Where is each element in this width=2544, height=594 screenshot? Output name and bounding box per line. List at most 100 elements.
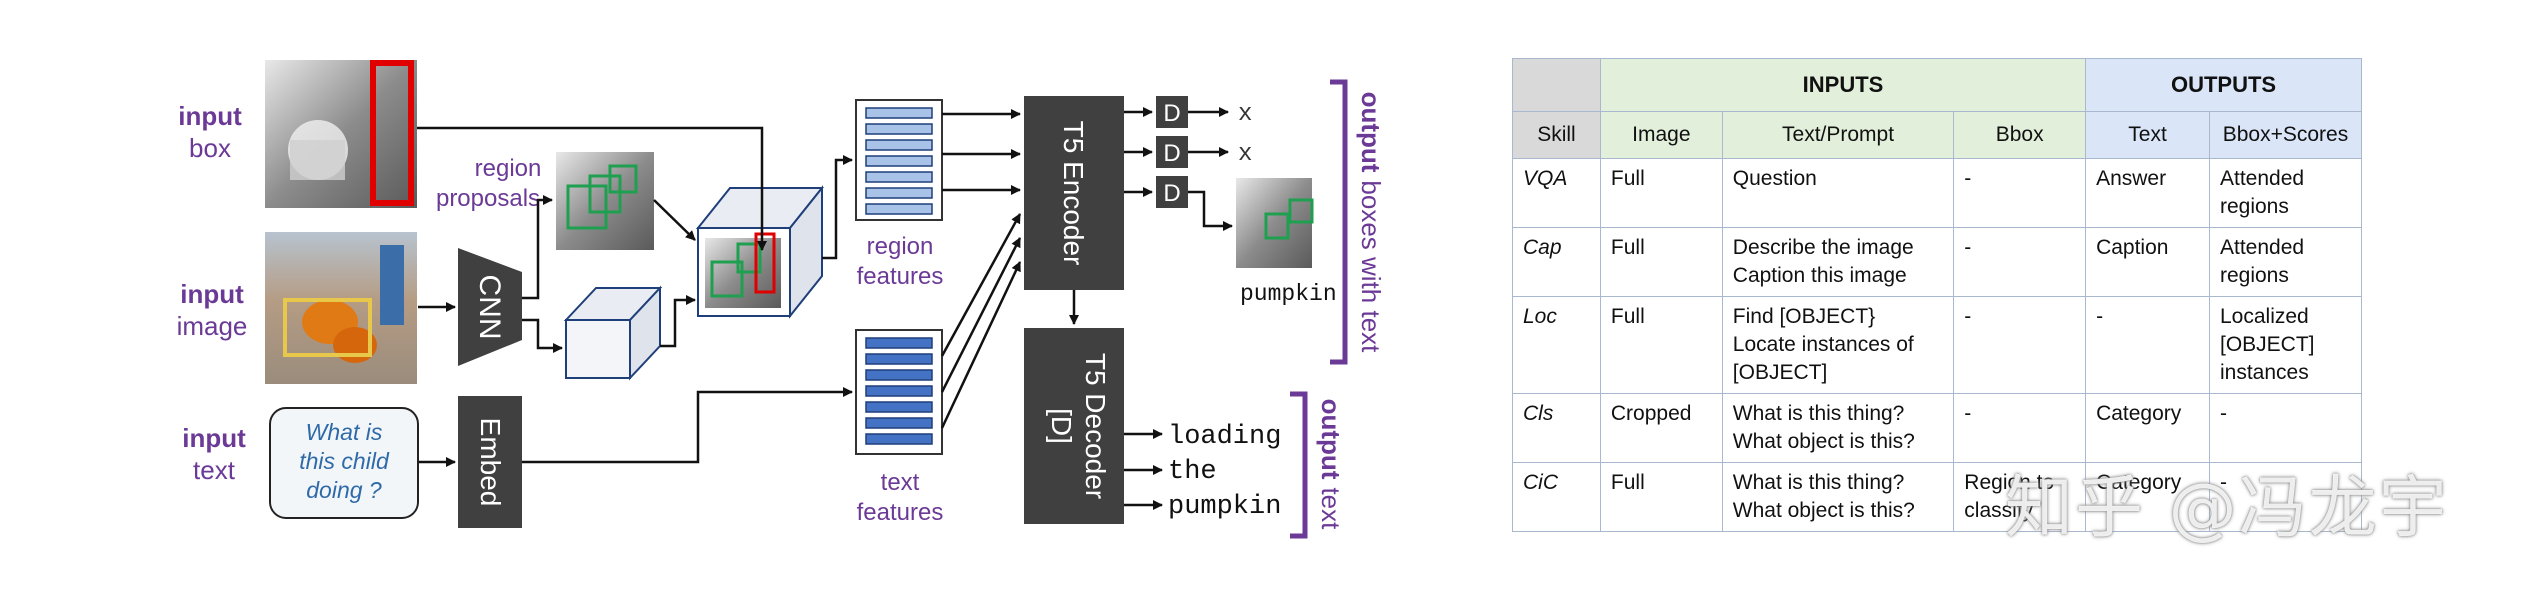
col-header-text: Text bbox=[2085, 111, 2210, 159]
cell-image: Cropped bbox=[1599, 393, 1723, 463]
region-features-stack bbox=[855, 99, 943, 221]
col-header-scores: Bbox+Scores bbox=[2208, 111, 2363, 159]
cell-bbox: - bbox=[1953, 158, 2087, 228]
d-head-1: D bbox=[1156, 96, 1188, 128]
svg-text:box: box bbox=[189, 133, 231, 163]
cell-scores: - bbox=[2208, 462, 2363, 532]
d-head-3: D bbox=[1156, 176, 1188, 208]
input-box-label: input box bbox=[178, 101, 242, 163]
cell-skill: Cls bbox=[1512, 393, 1601, 463]
column-header-row: Skill Image Text/Prompt Bbox Text Bbox+S… bbox=[1512, 111, 2363, 159]
col-header-prompt: Text/Prompt bbox=[1721, 111, 1955, 159]
svg-text:input: input bbox=[180, 279, 244, 309]
table-row: CiC Full What is this thing?What object … bbox=[1512, 462, 2363, 532]
input-image-label: input image bbox=[177, 279, 248, 341]
col-header-bbox: Bbox bbox=[1953, 111, 2087, 159]
decoded-word-3: pumpkin bbox=[1168, 492, 1281, 522]
connection-arrows bbox=[417, 107, 1233, 510]
svg-text:D: D bbox=[1163, 140, 1180, 167]
x-mark-1: x bbox=[1238, 101, 1252, 128]
group-header-outputs: OUTPUTS bbox=[2085, 58, 2362, 112]
t5-decoder-block: T5 Decoder [D] bbox=[1024, 328, 1124, 524]
text-features-stack bbox=[855, 329, 943, 455]
output-photo bbox=[1236, 178, 1314, 268]
architecture-diagram: input box input image input text What is… bbox=[177, 60, 1386, 539]
cell-prompt: Question bbox=[1721, 158, 1955, 228]
roi-cube bbox=[695, 185, 825, 319]
d-head-2: D bbox=[1156, 136, 1188, 168]
output-boxes-bracket bbox=[1330, 79, 1348, 365]
group-header-blank bbox=[1512, 58, 1601, 112]
svg-text:input: input bbox=[178, 101, 242, 131]
region-features-label: region features bbox=[857, 233, 944, 290]
table-row: Cls Cropped What is this thing?What obje… bbox=[1512, 393, 2363, 463]
svg-text:doing ?: doing ? bbox=[306, 477, 382, 503]
cell-skill: Cap bbox=[1512, 227, 1601, 297]
pumpkin-label: pumpkin bbox=[1240, 281, 1337, 307]
cell-text: - bbox=[2085, 296, 2210, 394]
watermark: 知乎 @冯龙宇 bbox=[2005, 469, 2449, 548]
svg-text:this child: this child bbox=[299, 448, 390, 474]
decoded-word-1: loading bbox=[1168, 422, 1281, 452]
output-text-label: outputtext bbox=[1316, 399, 1346, 531]
svg-text:text: text bbox=[881, 469, 920, 496]
cell-prompt: What is this thing?What object is this? bbox=[1721, 393, 1955, 463]
svg-text:[D]: [D] bbox=[1046, 408, 1077, 444]
x-mark-2: x bbox=[1238, 141, 1252, 168]
svg-text:region: region bbox=[867, 233, 934, 260]
cell-prompt: What is this thing?What object is this? bbox=[1721, 462, 1955, 532]
svg-text:input: input bbox=[182, 423, 246, 453]
region-proposals-label: region proposals bbox=[436, 155, 541, 212]
text-features-label: text features bbox=[857, 469, 944, 526]
cell-bbox: - bbox=[1953, 393, 2087, 463]
svg-text:features: features bbox=[857, 499, 944, 526]
cell-image: Full bbox=[1599, 158, 1723, 228]
svg-text:image: image bbox=[177, 311, 248, 341]
svg-text:CNN: CNN bbox=[473, 275, 506, 340]
svg-text:D: D bbox=[1163, 100, 1180, 127]
svg-text:proposals: proposals bbox=[436, 185, 540, 212]
cnn-block: CNN bbox=[458, 248, 522, 366]
svg-text:D: D bbox=[1163, 180, 1180, 207]
selected-box-outline bbox=[370, 60, 414, 206]
question-bubble: What is this child doing ? bbox=[269, 407, 419, 519]
svg-text:features: features bbox=[857, 263, 944, 290]
cell-text: Answer bbox=[2085, 158, 2210, 228]
svg-text:Embed: Embed bbox=[475, 418, 506, 507]
decoded-word-2: the bbox=[1168, 457, 1217, 487]
output-text-bracket bbox=[1290, 391, 1308, 539]
svg-text:What is: What is bbox=[306, 419, 383, 445]
task-table: INPUTS OUTPUTS Skill Image Text/Prompt B… bbox=[1512, 58, 2363, 532]
cell-text: Caption bbox=[2085, 227, 2210, 297]
output-boxes-label: outputboxes with text bbox=[1356, 92, 1386, 354]
col-header-skill: Skill bbox=[1512, 111, 1601, 159]
col-header-image: Image bbox=[1599, 111, 1723, 159]
cell-skill: VQA bbox=[1512, 158, 1601, 228]
cell-bbox: - bbox=[1953, 296, 2087, 394]
input-box-photo bbox=[265, 60, 417, 208]
cell-scores: - bbox=[2208, 393, 2363, 463]
input-text-label: input text bbox=[182, 423, 246, 485]
cell-image: Full bbox=[1599, 227, 1723, 297]
cell-skill: Loc bbox=[1512, 296, 1601, 394]
svg-text:T5 Decoder: T5 Decoder bbox=[1080, 353, 1111, 499]
input-image-photo bbox=[265, 232, 417, 384]
table-row: Loc Full Find [OBJECT}Locate instances o… bbox=[1512, 296, 2363, 394]
group-header-inputs: INPUTS bbox=[1599, 58, 2087, 112]
cell-prompt: Find [OBJECT}Locate instances of[OBJECT] bbox=[1721, 296, 1955, 394]
cell-image: Full bbox=[1599, 296, 1723, 394]
t5-encoder-block: T5 Encoder bbox=[1024, 96, 1124, 290]
svg-text:text: text bbox=[193, 455, 236, 485]
cell-text: Category bbox=[2085, 462, 2210, 532]
embed-block: Embed bbox=[458, 396, 522, 528]
cell-image: Full bbox=[1599, 462, 1723, 532]
cell-bbox: - bbox=[1953, 227, 2087, 297]
svg-text:region: region bbox=[475, 155, 542, 182]
cell-skill: CiC bbox=[1512, 462, 1601, 532]
